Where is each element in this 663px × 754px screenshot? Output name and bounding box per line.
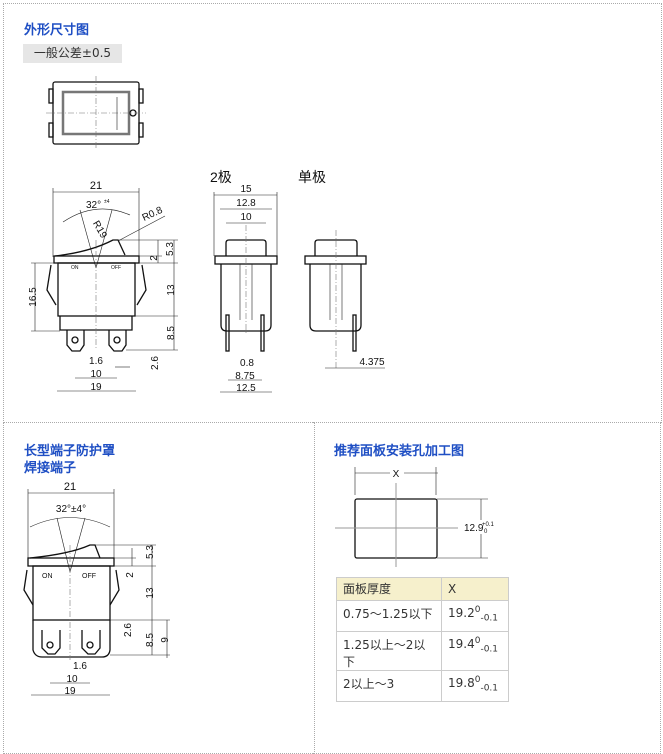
svg-text:32°: 32° (86, 200, 101, 211)
general-tolerance: 一般公差±0.5 (23, 44, 122, 63)
svg-text:2.6: 2.6 (123, 623, 134, 637)
svg-text:ON: ON (42, 573, 53, 580)
panel-cutout-title: 推荐面板安装孔加工图 (334, 444, 465, 459)
svg-text:9: 9 (160, 637, 171, 643)
long-terminal-drawing: 21 32°±4° ON OFF 5.3 2 13 2.6 8.5 9 1.6 … (23, 481, 171, 697)
long-terminal-title: 长型端子防护罩 (24, 444, 116, 459)
single-pole-drawing: 单极 4.375 (298, 169, 385, 370)
svg-text:12.5: 12.5 (236, 383, 256, 394)
svg-text:10: 10 (240, 212, 252, 223)
svg-text:0: 0 (484, 529, 488, 535)
svg-text:OFF: OFF (111, 265, 121, 271)
svg-text:4.375: 4.375 (359, 357, 384, 368)
svg-text:19: 19 (64, 686, 76, 697)
x-cell: 19.20-0.1 (441, 600, 509, 632)
svg-text:19: 19 (90, 382, 102, 393)
svg-text:2.6: 2.6 (150, 356, 161, 370)
thickness-cell: 0.75～1.25以下 (336, 600, 442, 632)
outline-section-frame (3, 3, 662, 423)
table-row: 2以上～3 19.80-0.1 (336, 670, 509, 702)
x-cell: 19.80-0.1 (441, 670, 509, 702)
panel-cutout-drawing: X 12.9 +0.1 0 (335, 466, 504, 567)
svg-text:OFF: OFF (82, 573, 96, 580)
svg-text:单极: 单极 (298, 169, 326, 185)
thickness-cell: 1.25以上～2以下 (336, 631, 442, 671)
side-view-drawing: 21 32° ±4 R19 R0.8 ON OFF 16.5 5.3 2 13 … (28, 180, 178, 393)
svg-text:8.5: 8.5 (145, 633, 156, 647)
svg-text:±4: ±4 (104, 199, 110, 205)
svg-text:10: 10 (66, 674, 78, 685)
svg-text:21: 21 (90, 180, 102, 192)
svg-text:ON: ON (71, 265, 79, 271)
svg-text:5.3: 5.3 (145, 545, 156, 559)
svg-text:2: 2 (125, 572, 136, 578)
table-header-row: 面板厚度 X (336, 577, 509, 601)
svg-text:8.5: 8.5 (166, 326, 177, 340)
outline-title: 外形尺寸图 (24, 23, 90, 38)
table-row: 0.75～1.25以下 19.20-0.1 (336, 600, 509, 632)
solder-terminal-title: 焊接端子 (24, 461, 77, 476)
svg-text:1.6: 1.6 (89, 356, 103, 367)
svg-text:13: 13 (145, 587, 156, 599)
svg-text:8.75: 8.75 (235, 371, 255, 382)
svg-text:12.8: 12.8 (236, 198, 256, 209)
svg-text:13: 13 (166, 284, 177, 296)
svg-text:10: 10 (90, 369, 102, 380)
svg-text:2极: 2极 (210, 169, 232, 185)
thickness-cell: 2以上～3 (336, 670, 442, 702)
svg-text:+0.1: +0.1 (482, 522, 495, 528)
svg-text:2: 2 (149, 255, 160, 261)
table-row: 1.25以上～2以下 19.40-0.1 (336, 631, 509, 671)
panel-thickness-table: 面板厚度 X 0.75～1.25以下 19.20-0.1 1.25以上～2以下 … (336, 577, 509, 702)
svg-text:32°±4°: 32°±4° (56, 504, 86, 515)
svg-text:X: X (393, 469, 400, 480)
svg-text:R0.8: R0.8 (141, 205, 165, 224)
header-x: X (441, 577, 509, 601)
svg-text:1.6: 1.6 (73, 661, 87, 672)
header-thickness: 面板厚度 (336, 577, 442, 601)
x-cell: 19.40-0.1 (441, 631, 509, 671)
svg-text:16.5: 16.5 (28, 287, 39, 307)
svg-text:15: 15 (240, 184, 252, 195)
svg-text:5.3: 5.3 (165, 242, 176, 256)
svg-text:R19: R19 (90, 219, 109, 241)
svg-text:0.8: 0.8 (240, 358, 254, 369)
front-view-drawing (46, 76, 146, 150)
svg-text:12.9: 12.9 (464, 523, 484, 534)
double-pole-drawing: 2极 15 12.8 10 0.8 8.75 12.5 (210, 169, 278, 394)
svg-text:21: 21 (64, 481, 76, 493)
